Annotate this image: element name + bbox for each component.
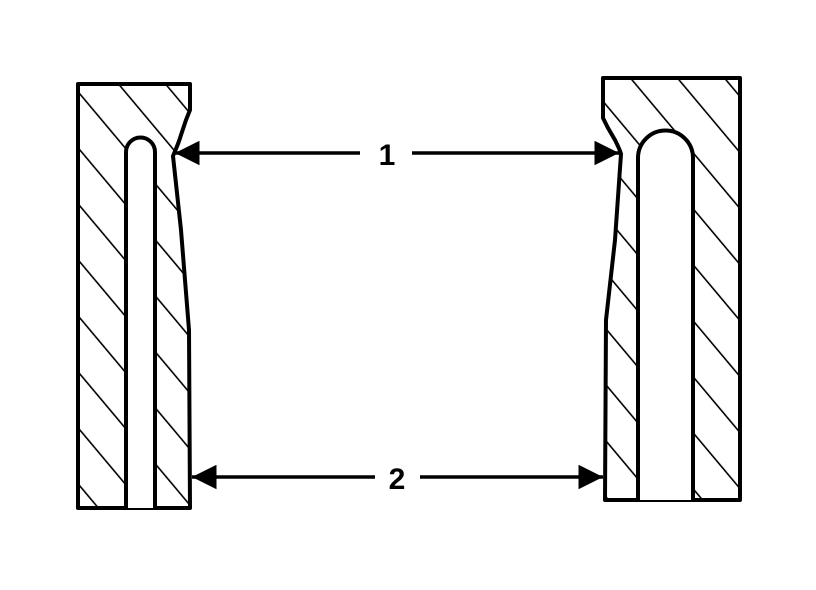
right-cylinder-wall	[601, 76, 742, 502]
callout-1: 1	[175, 139, 619, 172]
callout-1-label: 1	[379, 139, 396, 172]
left-cylinder-wall	[76, 82, 192, 510]
left-coolant-passage	[124, 135, 157, 508]
callout-2-label: 2	[389, 463, 406, 496]
right-coolant-passage	[636, 128, 695, 500]
callout-2: 2	[192, 463, 603, 496]
